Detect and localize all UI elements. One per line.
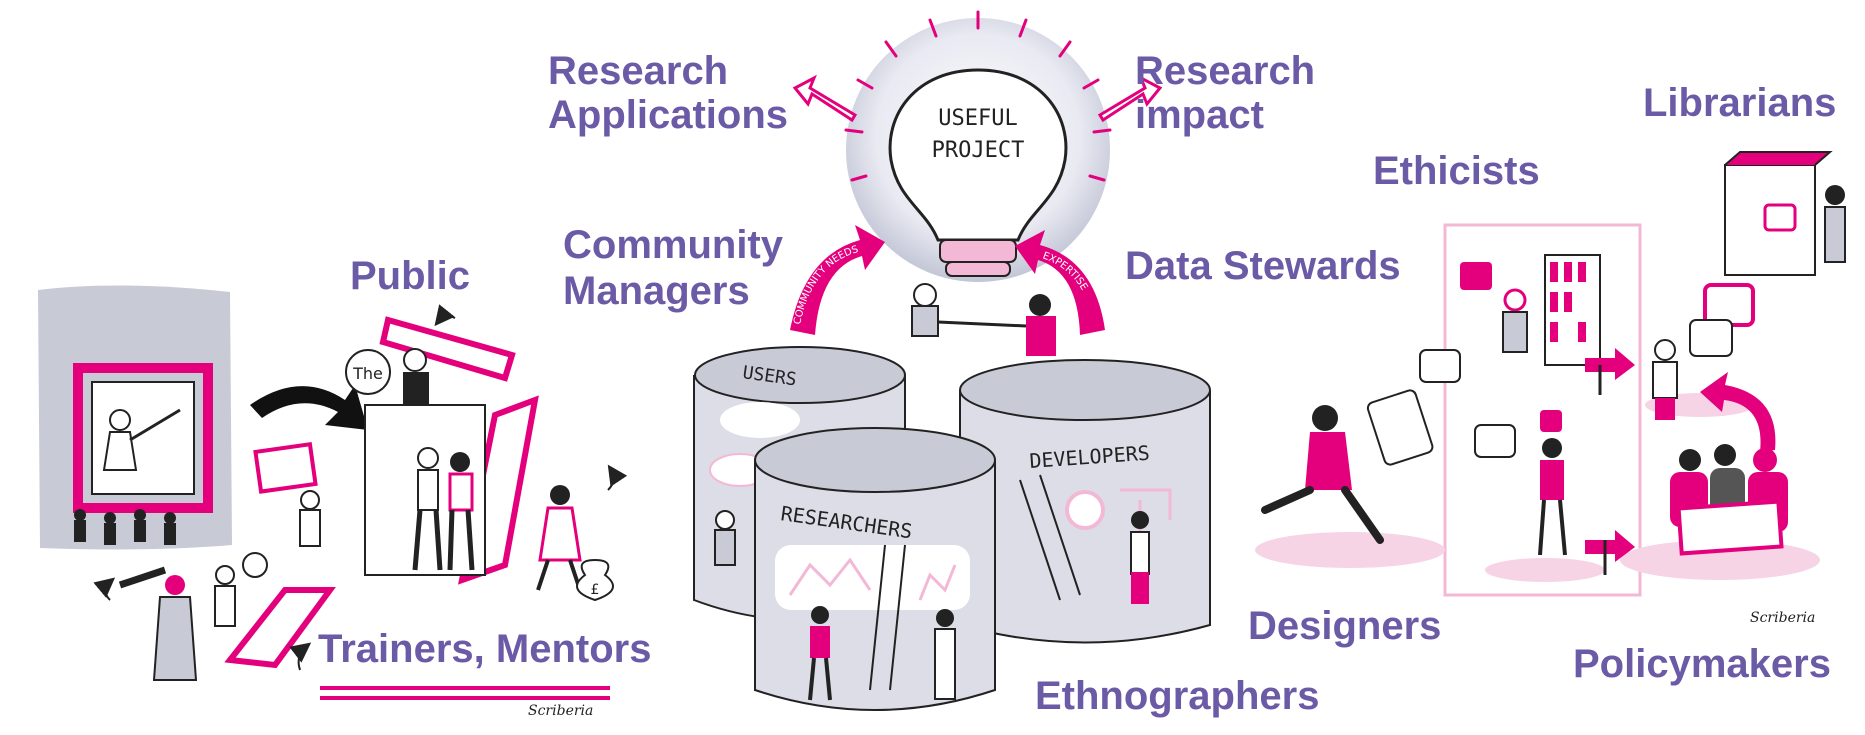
sign-text: The [352,364,383,383]
picture-frame [73,363,213,513]
arrow-to-applications [792,74,858,123]
black-arrow [250,385,368,430]
label-community-managers-line2: Managers [563,269,750,313]
bulb-text-line1: USEFUL [938,106,1017,131]
label-designers: Designers [1248,604,1442,648]
door-panel-top [379,316,516,382]
label-research-impact: Research impact [1135,50,1315,136]
chart-board [253,442,318,494]
bulb-base [939,239,1017,263]
label-research-impact-line2: impact [1135,93,1264,137]
arrow-community-needs [790,225,885,335]
label-community-managers: Community Managers [563,224,783,312]
arrow-expertise [1015,230,1105,335]
label-research-impact-line1: Research [1135,49,1316,93]
signature-left: Scriberia [528,703,594,719]
bulb-text-line2: PROJECT [932,138,1025,163]
label-public: Public [350,254,471,298]
designer-device [1366,389,1434,466]
cylinders-group: USERS DEVELOPERS RESEARCHERS [693,283,1211,711]
label-librarians: Librarians [1643,81,1837,125]
like-bubble [1460,262,1492,290]
label-policymakers: Policymakers [1573,642,1831,686]
sign-bubble [345,349,391,395]
label-research-applications: Research Applications [548,50,788,136]
policy-table [1676,499,1784,556]
bag-symbol: £ [591,582,600,598]
label-data-stewards: Data Stewards [1125,244,1401,288]
bulb-rays [844,10,1112,182]
label-community-managers-line1: Community [563,223,783,267]
lightbulb-group: USEFUL PROJECT COMMUNITY NEEDS EXPERTISE [790,10,1163,335]
label-research-applications-line2: Applications [548,93,789,137]
right-scene [1255,151,1846,597]
researchers-cylinder: RESEARCHERS [754,427,996,711]
label-ethnographers: Ethnographers [1035,674,1320,718]
label-trainers-mentors: Trainers, Mentors [318,627,652,671]
developers-cylinder: DEVELOPERS [959,359,1211,644]
public-scene: The £ [38,285,628,700]
label-research-applications-line1: Research [548,49,729,93]
arrow-to-impact [1097,74,1163,123]
door-panel-bottom [224,587,336,669]
signature-right: Scriberia [1750,610,1816,626]
crowd-carriers [74,509,176,545]
money-bag [576,558,614,602]
ethics-frame [1443,223,1642,597]
label-ethicists: Ethicists [1373,149,1540,193]
